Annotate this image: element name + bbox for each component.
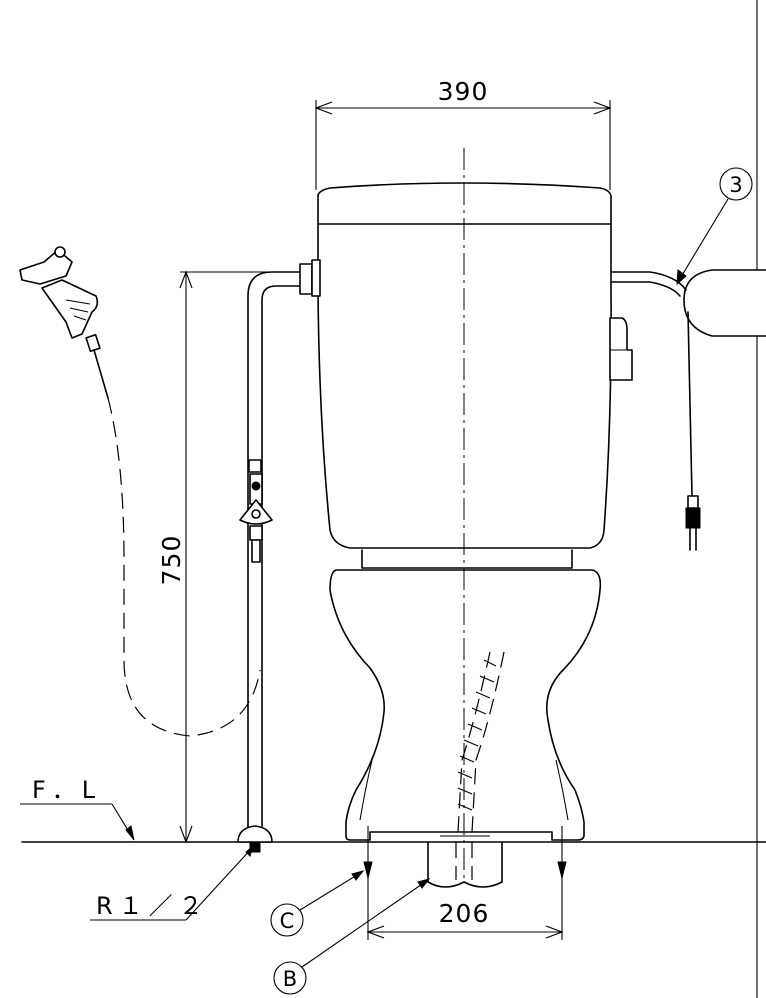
spray-hose-visible xyxy=(93,349,109,399)
thread-text: R１／２ xyxy=(96,892,209,920)
dimension-tank-width: 390 xyxy=(314,77,612,190)
wall-outlet xyxy=(683,269,766,337)
tank-side-fitting xyxy=(609,317,633,381)
drain-pipe-body xyxy=(427,841,503,888)
callout-c: C xyxy=(270,870,365,937)
dim-750-label: 750 xyxy=(157,535,186,586)
drain-hose-hidden xyxy=(457,651,505,833)
power-cord xyxy=(611,269,766,551)
valve-outlet xyxy=(251,539,261,563)
tank-inlet-nut xyxy=(299,263,313,295)
supply-pipe xyxy=(237,259,321,853)
cord-lower xyxy=(611,281,681,297)
anchor-marks xyxy=(363,826,567,880)
dimension-pipe-spacing: 206 xyxy=(366,880,564,940)
floor-line-text: F．L xyxy=(32,776,101,804)
valve-spindle xyxy=(251,509,261,519)
tank-neck xyxy=(361,549,573,569)
spray-grip xyxy=(41,279,99,339)
bowl-foot-left xyxy=(359,759,373,821)
floor-flange-stub xyxy=(249,841,261,853)
drain-pipe xyxy=(427,835,503,888)
dim-390-label: 390 xyxy=(438,77,489,106)
cord-upper xyxy=(611,271,687,291)
supply-pipe-inner xyxy=(261,285,303,833)
floor-flange xyxy=(237,825,273,843)
bowl-foot-right xyxy=(555,759,569,821)
valve-upper-nut xyxy=(248,459,262,473)
tank-lid xyxy=(317,182,612,225)
callout-b-text: B xyxy=(283,967,297,991)
spray-hook xyxy=(54,246,66,258)
spray-grip-ribs xyxy=(65,299,91,321)
callout-c-text: C xyxy=(280,909,295,933)
spray-hose-hidden xyxy=(107,397,261,737)
floor-line-label: F．L xyxy=(20,776,135,841)
valve-lower-nut xyxy=(249,525,263,541)
spray-outlet xyxy=(85,333,101,353)
callout-b: B xyxy=(273,878,431,995)
thread-label: R１／２ xyxy=(90,844,254,921)
valve-upper-dot xyxy=(251,481,261,491)
dim-206-label: 206 xyxy=(439,899,490,928)
callout-3-text: 3 xyxy=(729,173,742,197)
callout-3: 3 xyxy=(676,167,753,286)
hand-spray xyxy=(19,246,261,737)
bowl xyxy=(329,569,602,841)
dimension-height: 750 xyxy=(157,270,300,844)
tank-inlet-fitting xyxy=(311,259,321,297)
cord-plug-neck xyxy=(687,495,699,509)
spray-nozzle-head xyxy=(19,249,73,285)
bowl-body xyxy=(329,569,602,841)
cord-down xyxy=(687,311,693,497)
tank-body xyxy=(317,223,612,549)
tank xyxy=(317,182,633,569)
cord-plug-body xyxy=(685,507,701,529)
